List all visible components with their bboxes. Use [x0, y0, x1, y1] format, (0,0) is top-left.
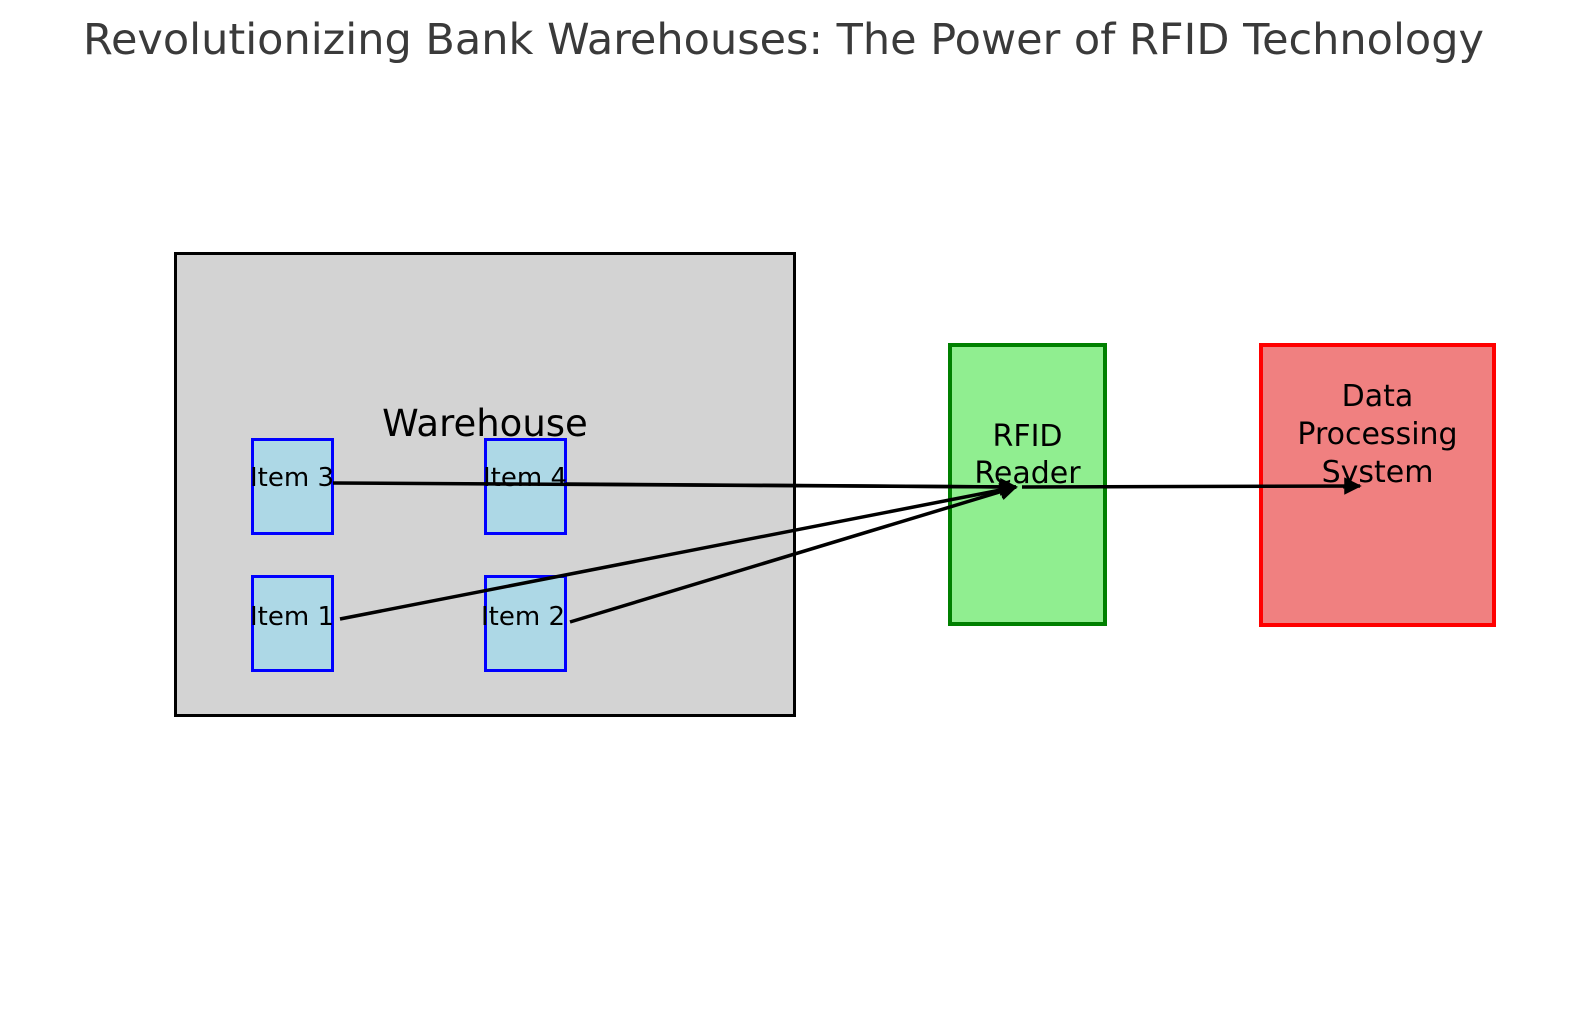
- data-processing-label: Data Processing System: [1297, 379, 1458, 490]
- warehouse-label: Warehouse: [382, 402, 588, 445]
- diagram-title: Revolutionizing Bank Warehouses: The Pow…: [83, 15, 1484, 65]
- rfid-reader-label: RFID Reader: [974, 419, 1081, 491]
- item-box-3: [251, 438, 334, 535]
- item-label-1: Item 1: [250, 602, 334, 632]
- item-box-1: [251, 575, 334, 672]
- item-label-2: Item 2: [481, 602, 565, 632]
- item-label-3: Item 3: [250, 463, 334, 493]
- item-label-4: Item 4: [483, 463, 567, 493]
